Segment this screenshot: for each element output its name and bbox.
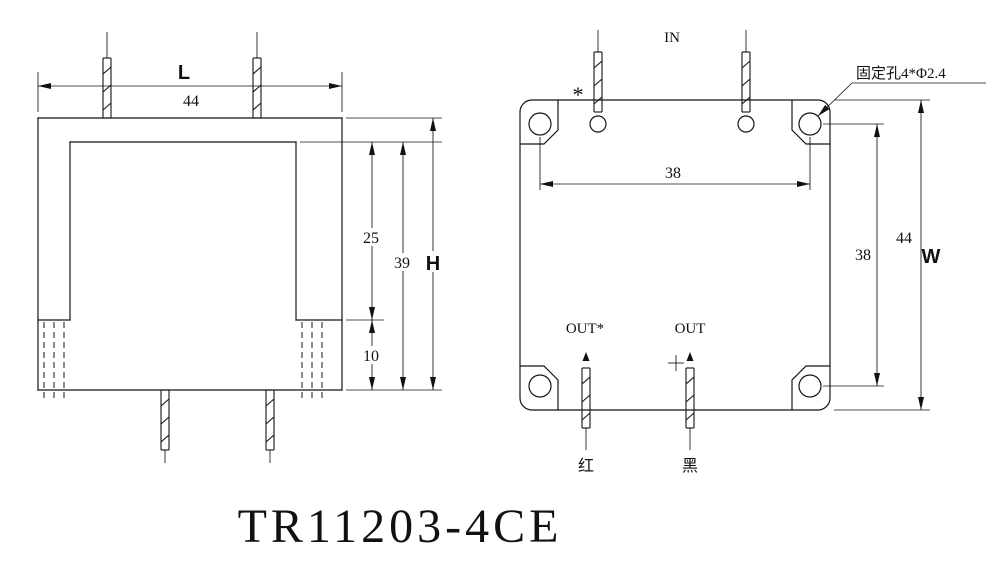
hidden-pin-lines: [43, 322, 323, 402]
dim-hole-spacing-vertical: 38: [823, 123, 884, 387]
dim-44-width-value: 44: [183, 93, 199, 110]
pin-pad: [589, 115, 607, 133]
out-secondary-label: OUT: [675, 321, 706, 337]
front-top-pins: [102, 32, 262, 119]
pin-symbol: [581, 367, 591, 429]
dim-L-label: L: [178, 62, 190, 84]
dim-hole-spacing-horizontal: 38: [539, 137, 811, 190]
pin-symbol: [265, 389, 275, 451]
mounting-hole: [528, 374, 552, 398]
in-label: IN: [664, 30, 680, 46]
dim-44-depth-value: 44: [896, 230, 912, 247]
front-body-outline: [37, 117, 343, 391]
polarity-star: *: [573, 82, 584, 107]
mounting-hole-note: 固定孔4*Φ2.4: [817, 65, 986, 117]
out-primary-label: OUT*: [566, 321, 604, 337]
dim-depth: 44 W: [834, 99, 941, 411]
front-bottom-pins: [160, 389, 275, 463]
dim-38-h-value: 38: [665, 165, 681, 182]
dim-38-v-value: 38: [855, 247, 871, 264]
pin-symbol: [102, 57, 112, 119]
dim-H-label: H: [426, 253, 440, 275]
pin-pad: [737, 115, 755, 133]
pin-symbol: [741, 51, 751, 113]
dim-width: L 44: [37, 62, 343, 112]
mounting-hole: [798, 112, 822, 136]
pin-symbol: [685, 367, 695, 429]
dim-W-label: W: [922, 246, 941, 268]
wire-black-label: 黑: [682, 458, 698, 475]
input-pins: [589, 30, 755, 133]
plus-marker-icon: [668, 355, 684, 371]
pin-symbol: [593, 51, 603, 113]
drawing-title: TR11203-4CE: [238, 500, 563, 553]
pin-symbol: [160, 389, 170, 451]
top-view: IN * 固定孔4*Φ2.4 38 38 44 W: [519, 30, 986, 475]
top-body-outline: [519, 99, 831, 411]
dim-39-value: 39: [394, 255, 410, 272]
dim-25-value: 25: [363, 230, 379, 247]
mounting-hole: [798, 374, 822, 398]
mounting-holes: [528, 112, 822, 398]
front-view: L 44 25 10 39 H: [37, 32, 446, 463]
dim-10-value: 10: [363, 348, 379, 365]
dim-heights: 25 10 39 H: [300, 117, 446, 391]
mounting-hole-note-text: 固定孔4*Φ2.4: [856, 65, 946, 82]
pin-symbol: [252, 57, 262, 119]
wire-red-label: 红: [578, 457, 594, 475]
mounting-hole: [528, 112, 552, 136]
corner-tabs: [519, 99, 831, 411]
output-pins: [581, 352, 695, 450]
